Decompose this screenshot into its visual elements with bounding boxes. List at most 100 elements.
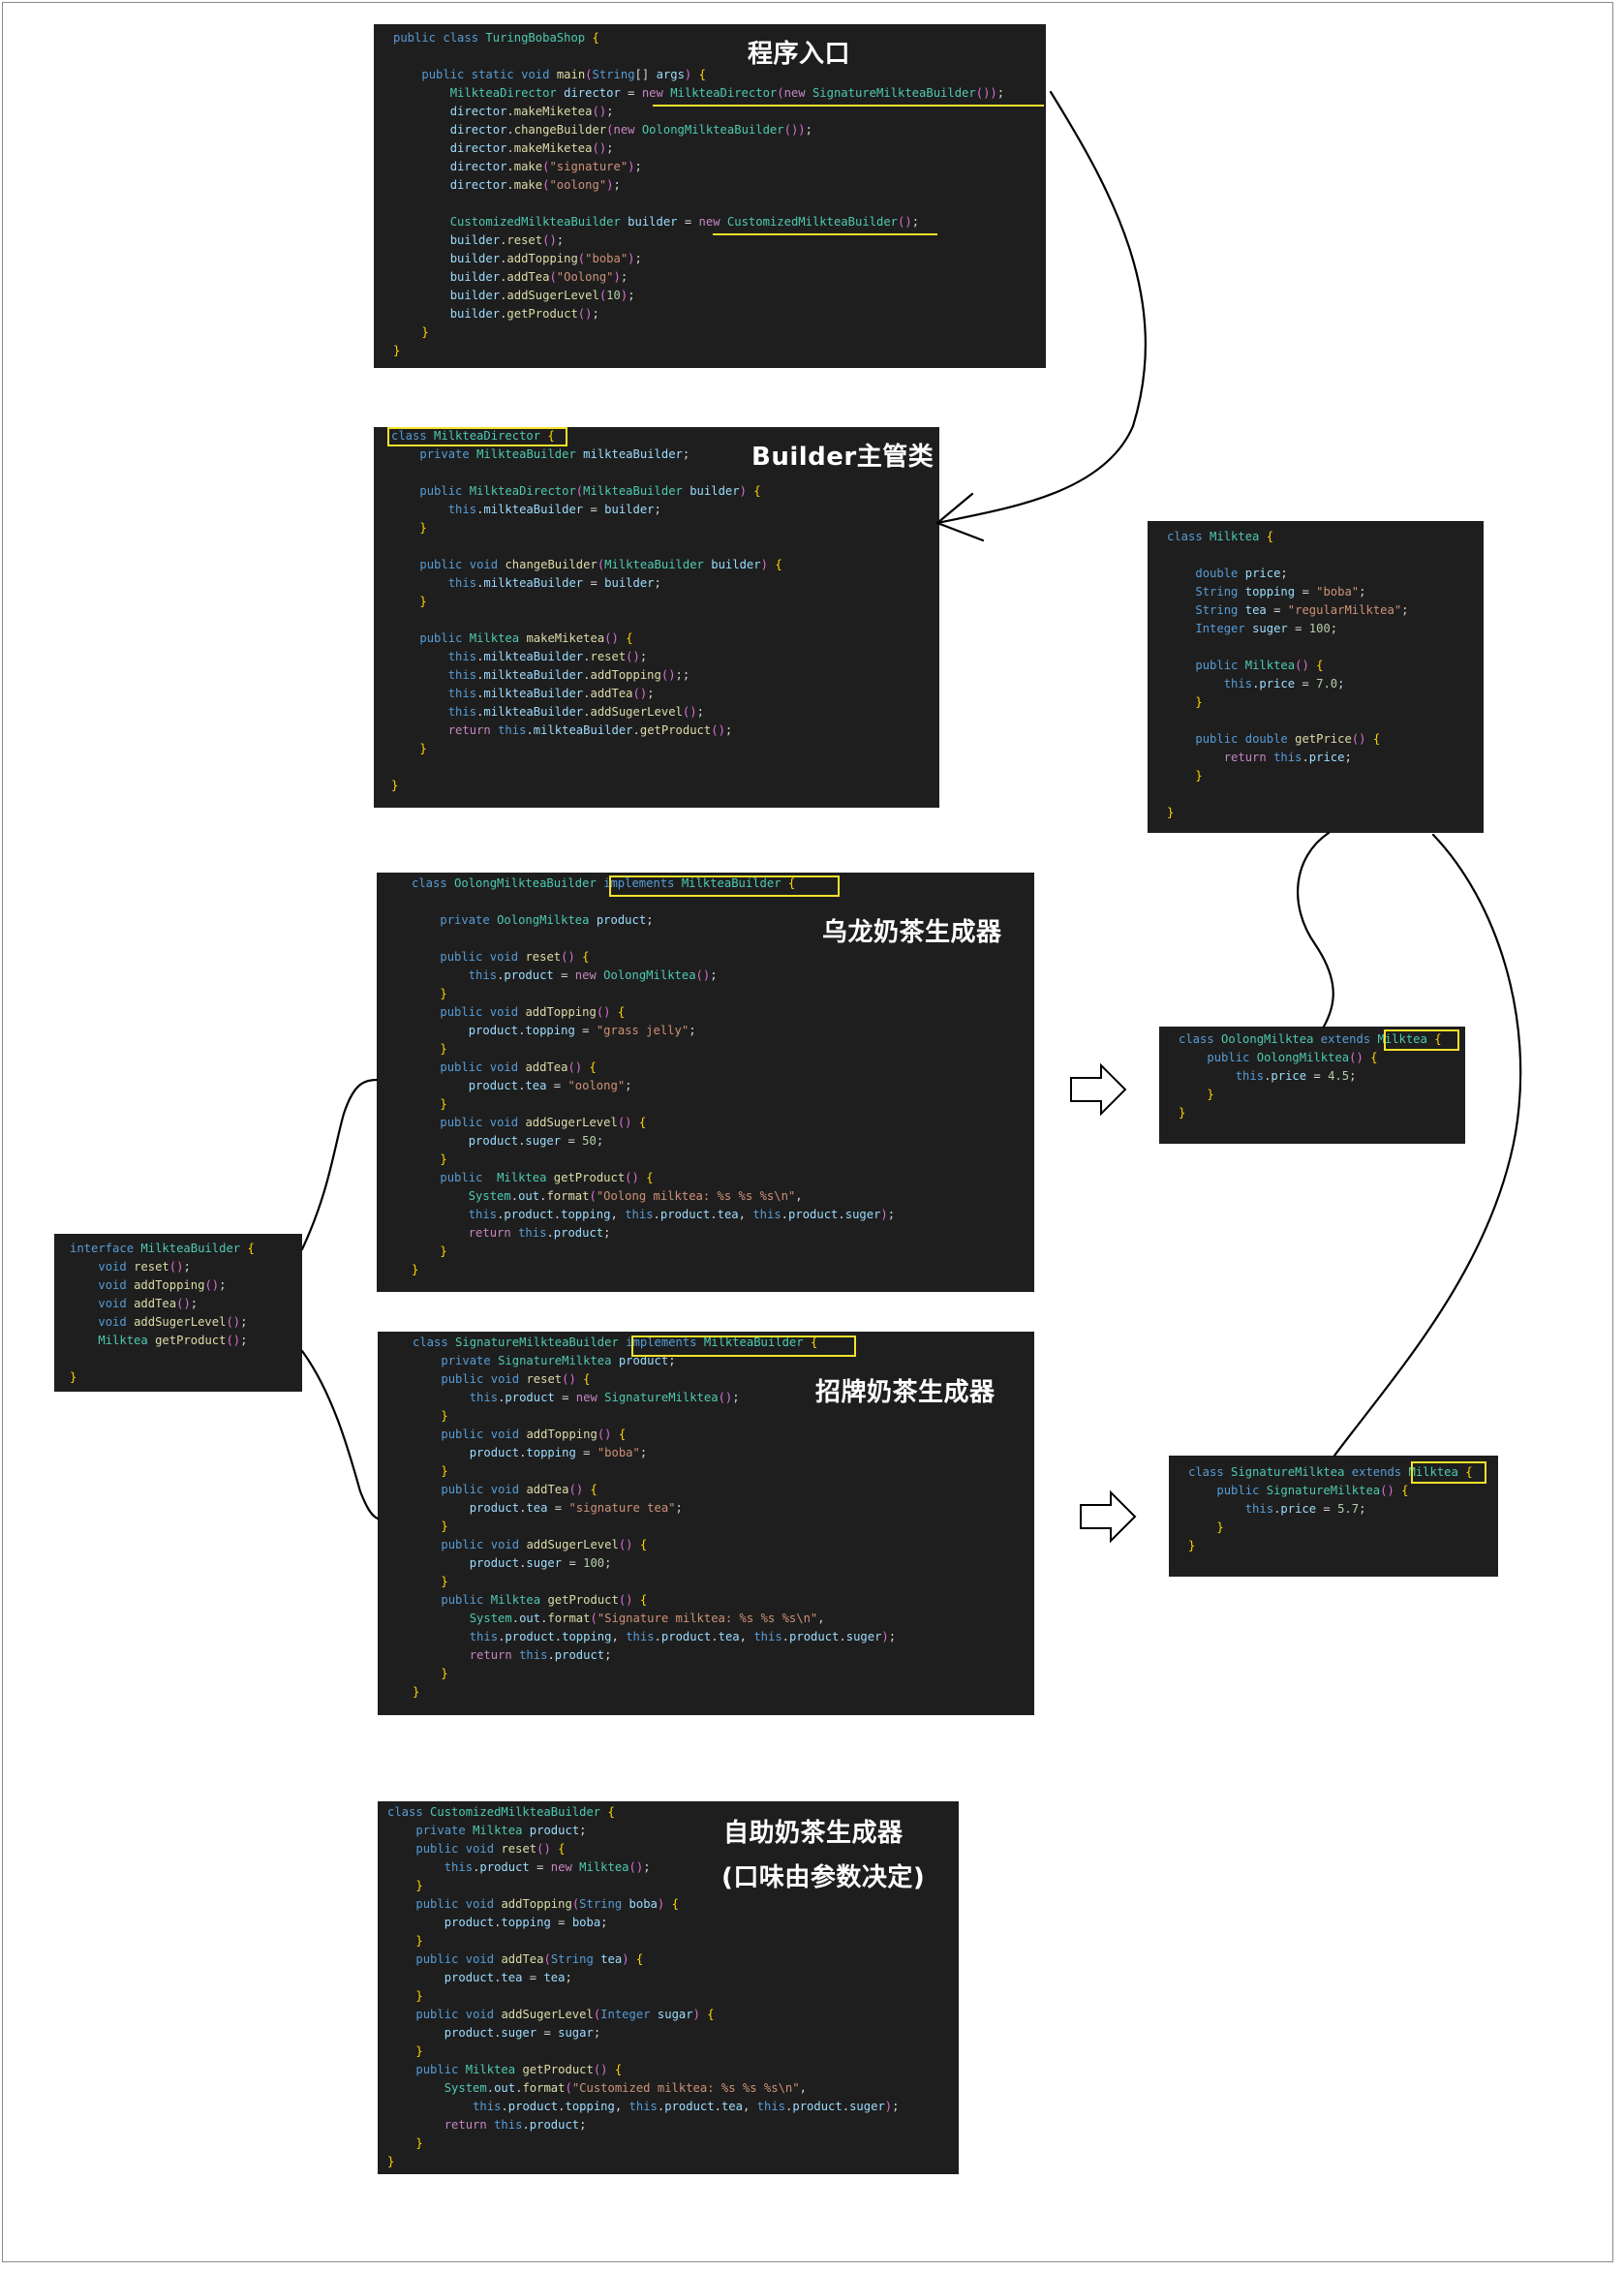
code-line: } [1188,1539,1196,1552]
code-line: } [419,742,427,755]
code-line: } [441,1520,448,1533]
code-line: public static void main(String[] args) { [421,68,706,81]
code-line: class MilkteaDirector { [391,429,555,443]
code-block: class MilkteaDirector { private MilkteaB… [391,427,782,795]
code-line: Integer suger = 100; [1195,622,1338,635]
code-line: public SignatureMilktea() { [1216,1484,1409,1497]
code-panel-turing-boba-shop: 程序入口 public class TuringBobaShop { publi… [374,24,1046,368]
code-line: this.product = new Milktea(); [444,1860,651,1874]
code-line: this.product.topping, this.product.tea, … [468,1208,896,1221]
code-line: } [440,1042,447,1056]
code-line: } [393,344,401,357]
code-line: public void reset() { [415,1842,566,1856]
code-line: } [1195,769,1203,783]
code-line: public void addTea() { [440,1060,597,1074]
code-line: } [440,1152,447,1166]
code-line: public void addTopping() { [441,1428,627,1441]
code-line: class OolongMilkteaBuilder implements Mi… [412,876,796,890]
highlight-box [1411,1461,1486,1484]
connector-interface-to-signature [300,1349,380,1520]
code-line: } [413,1685,420,1699]
code-line: public Milktea makeMiketea() { [419,631,633,645]
code-line: } [419,521,427,535]
code-line: void reset(); [98,1260,191,1274]
code-line: this.product.topping, this.product.tea, … [469,1630,897,1643]
code-line: String tea = "regularMilktea"; [1195,603,1409,617]
code-line: } [441,1409,448,1423]
code-line: void addTea(); [98,1297,199,1310]
code-line: Milktea getProduct(); [98,1334,248,1347]
code-panel-oolong-milktea: class OolongMilktea extends Milktea { pu… [1159,1027,1465,1144]
code-line: } [391,779,399,792]
connector-milktea-to-oolong [1297,831,1334,1029]
connector-main-to-director [935,90,1147,525]
connector-milktea-to-signature [1333,833,1522,1458]
code-line: builder.reset(); [449,233,565,247]
code-line: public Milktea() { [1195,659,1324,672]
code-line: public void addTea() { [441,1483,598,1496]
code-block: class SignatureMilktea extends Milktea {… [1188,1463,1473,1555]
code-line: product.topping = boba; [444,1916,608,1929]
code-line: product.tea = "signature tea"; [469,1501,683,1515]
code-block: public class TuringBobaShop { public sta… [393,29,1004,360]
code-line: void addTopping(); [98,1278,227,1292]
code-line: } [1167,806,1175,819]
code-line: this.price = 5.7; [1244,1502,1366,1516]
connector-interface-to-oolong [300,1078,379,1251]
code-line: void addSugerLevel(); [98,1315,248,1329]
arrow-right-icon [1080,1489,1137,1544]
code-line: this.milkteaBuilder.addSugerLevel(); [447,705,704,719]
code-line: public class TuringBobaShop { [393,31,599,45]
code-block: class SignatureMilkteaBuilder implements… [413,1334,896,1702]
code-line: } [1216,1520,1224,1534]
code-line: builder.addTopping("boba"); [449,252,642,265]
code-line: } [415,1879,423,1892]
code-line: } [1207,1088,1214,1101]
code-line: product.suger = 100; [469,1556,612,1570]
code-line: builder.addSugerLevel(10); [449,289,635,302]
code-line: public MilkteaDirector(MilkteaBuilder bu… [419,484,761,498]
code-line: this.price = 4.5; [1235,1069,1357,1083]
code-line: product.tea = tea; [444,1971,572,1984]
code-line: return this.price; [1223,751,1352,764]
code-line: director.makeMiketea(); [449,141,614,155]
code-line: public double getPrice() { [1195,732,1381,746]
code-line: this.milkteaBuilder.reset(); [447,650,648,663]
code-panel-signature-milktea: class SignatureMilktea extends Milktea {… [1169,1456,1498,1577]
panel-subtitle: (口味由参数决定) [721,1863,926,1892]
code-line: director.changeBuilder(new OolongMilktea… [449,123,812,137]
code-line: CustomizedMilkteaBuilder builder = new C… [449,215,920,229]
code-line: product.topping = "boba"; [469,1446,648,1459]
arrowhead-director [935,492,985,542]
code-line: this.product = new SignatureMilktea(); [469,1391,740,1404]
highlight-underline [653,105,1044,107]
code-line: class SignatureMilkteaBuilder implements… [413,1336,818,1349]
code-line: public Milktea getProduct() { [441,1593,648,1607]
code-line: public void addTopping() { [440,1005,626,1019]
highlight-box [387,427,567,446]
code-line: public void addSugerLevel() { [441,1538,648,1551]
code-panel-milktea-director: Builder主管类 class MilkteaDirector { priva… [374,427,939,808]
code-line: } [387,2155,395,2168]
code-line: public void reset() { [440,950,590,964]
arrow-right-icon [1070,1062,1127,1117]
code-line: public void addTopping(String boba) { [415,1897,679,1911]
code-line: this.milkteaBuilder.addTea(); [447,687,655,700]
highlight-box [609,875,840,897]
code-line: interface MilkteaBuilder { [70,1242,255,1255]
code-block: class OolongMilktea extends Milktea { pu… [1179,1030,1442,1122]
code-line: return this.product; [444,2118,587,2132]
code-line: } [415,1989,423,2003]
panel-title: Builder主管类 [751,443,935,472]
code-line: private MilkteaBuilder milkteaBuilder; [419,447,690,461]
code-line: public void reset() { [441,1372,591,1386]
code-block: class CustomizedMilkteaBuilder { private… [387,1803,899,2171]
code-line: public void addTea(String tea) { [415,1952,644,1966]
code-line: product.tea = "oolong"; [468,1079,632,1092]
code-line: builder.addTea("Oolong"); [449,270,628,284]
code-line: return this.product; [468,1226,611,1240]
code-line: } [70,1370,77,1384]
code-line: class Milktea { [1167,530,1274,543]
code-line: public Milktea getProduct() { [440,1171,654,1184]
code-line: private SignatureMilktea product; [441,1354,676,1367]
